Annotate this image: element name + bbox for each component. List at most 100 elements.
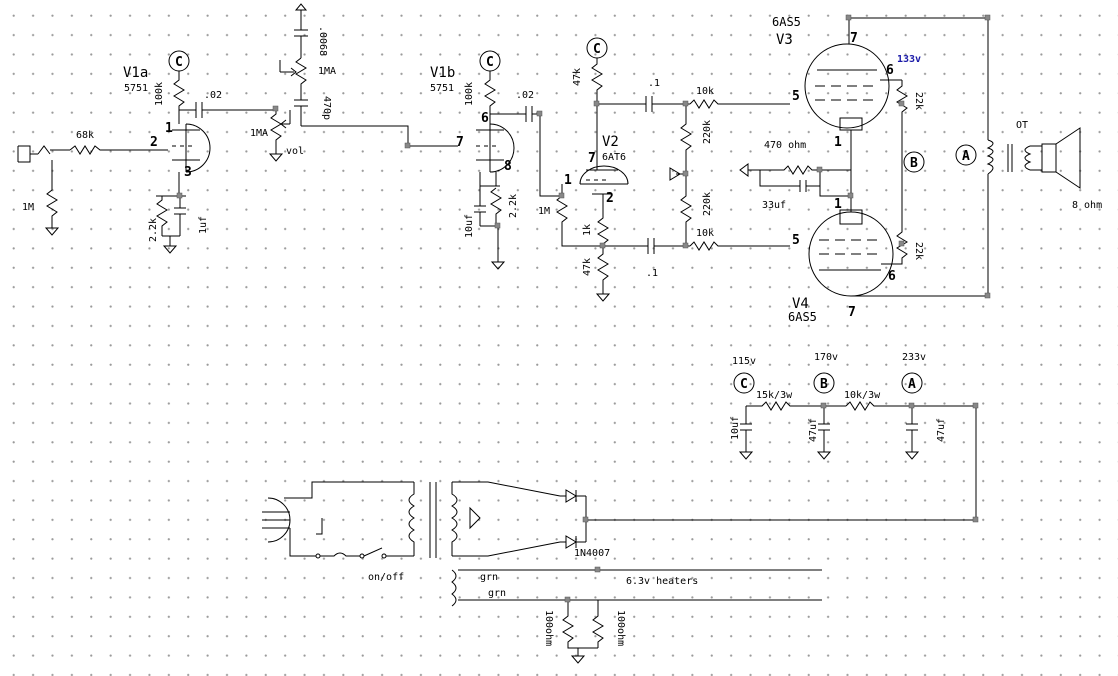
svg-text:grn: grn: [488, 588, 506, 599]
resistor-10k-bottom: 10k: [689, 228, 790, 251]
svg-text:B: B: [910, 156, 918, 171]
ps-node-a: A: [901, 372, 923, 394]
svg-text:8 ohm: 8 ohm: [1072, 200, 1102, 211]
svg-text:47uf: 47uf: [808, 418, 819, 442]
node-b-screen: B: [903, 151, 925, 173]
svg-text:15k/3w: 15k/3w: [756, 390, 793, 401]
svg-text:1N4007: 1N4007: [574, 548, 610, 559]
mains-plug: [262, 481, 414, 557]
svg-text:1uf: 1uf: [198, 216, 209, 234]
tube-v1b: V1b 5751 6 7 8: [430, 65, 515, 174]
svg-text:V2: V2: [602, 134, 619, 150]
svg-text:.1: .1: [648, 78, 660, 89]
svg-text:OT: OT: [1016, 120, 1028, 131]
ps-rail: 15k/3w 10k/3w 10uf 47uf 47uf: [586, 390, 977, 521]
screen-resistors: 22k 22k: [880, 79, 924, 265]
svg-text:C: C: [740, 377, 748, 392]
svg-text:B: B: [820, 377, 828, 392]
svg-text:7: 7: [850, 31, 858, 46]
svg-text:.0068: .0068: [317, 26, 328, 56]
junction-nodes: [176, 14, 991, 603]
cap-470p: 470p: [294, 96, 332, 126]
svg-text:7: 7: [588, 151, 596, 166]
cap-1-bottom: .1: [640, 238, 690, 279]
svg-text:1: 1: [834, 135, 842, 150]
svg-text:47k: 47k: [572, 68, 583, 86]
svg-text:22k: 22k: [913, 242, 924, 260]
svg-text:grn: grn: [480, 572, 498, 583]
speaker: 8 ohm: [1041, 127, 1102, 211]
svg-text:10k: 10k: [696, 86, 714, 97]
v2-cathode: 1k 47k: [582, 194, 610, 302]
cathode-v1a: 2.2k 1uf: [148, 172, 209, 254]
svg-text:1: 1: [834, 197, 842, 212]
resistor-220k-pair: 220k 220k: [669, 104, 713, 246]
svg-text:6.3v heaters: 6.3v heaters: [626, 576, 698, 587]
v2-plate-wire: [596, 103, 646, 170]
svg-text:1M: 1M: [22, 202, 34, 213]
svg-text:1MA: 1MA: [318, 66, 336, 77]
tube-v4: V4 6AS5 1 5 6 7: [788, 197, 896, 324]
svg-text:100ohm: 100ohm: [615, 610, 626, 646]
svg-text:233v: 233v: [902, 352, 926, 363]
svg-text:7: 7: [456, 135, 464, 150]
svg-text:7: 7: [848, 305, 856, 320]
svg-text:C: C: [175, 55, 183, 70]
tube-v3: 6AS5 V3 7 6 5 1 133v: [772, 15, 921, 150]
svg-text:1MA: 1MA: [250, 128, 268, 139]
svg-text:C: C: [593, 42, 601, 57]
resistor-68k: 68k: [69, 130, 168, 155]
heater-ct-resistors: 100ohm 100ohm: [543, 600, 626, 664]
tube-v2: V2 6AT6 7 1 2: [564, 134, 629, 206]
svg-text:vol: vol: [286, 146, 304, 157]
svg-text:6AS5: 6AS5: [772, 15, 801, 29]
power-switch: on/off: [315, 547, 414, 583]
svg-text:.02: .02: [516, 90, 534, 101]
svg-text:1M: 1M: [538, 206, 550, 217]
svg-text:V3: V3: [776, 32, 793, 48]
ps-node-c: C: [733, 372, 755, 394]
svg-text:100ohm: 100ohm: [543, 610, 554, 646]
svg-text:170v: 170v: [814, 352, 838, 363]
svg-text:1k: 1k: [582, 224, 593, 236]
cap-1-top: .1: [645, 78, 690, 112]
input-jack: [17, 145, 70, 163]
svg-text:6AS5: 6AS5: [788, 310, 817, 324]
svg-text:5751: 5751: [124, 83, 148, 94]
pot-1ma-tone: 1MA: [280, 57, 336, 100]
pot-1ma-volume: 1MA vol: [250, 60, 458, 162]
svg-text:3: 3: [184, 165, 192, 180]
svg-text:2: 2: [606, 191, 614, 206]
heater-wiring: grn grn 6.3v heaters: [451, 569, 822, 607]
cap-0068: .0068: [294, 3, 328, 58]
svg-text:10uf: 10uf: [464, 214, 475, 238]
ps-voltages: 115v 170v 233v: [732, 352, 926, 367]
svg-text:470 ohm: 470 ohm: [764, 140, 806, 151]
resistor-1m-input: 1M: [22, 160, 59, 236]
svg-text:1: 1: [564, 173, 572, 188]
node-c-v1b: C 100k: [464, 50, 501, 124]
power-transformer: [408, 481, 561, 558]
svg-text:115v: 115v: [732, 356, 756, 367]
svg-text:100k: 100k: [154, 82, 165, 106]
cathode-v1b: 10uf 2.2k: [464, 172, 519, 270]
svg-text:V1b: V1b: [430, 65, 455, 81]
node-a-ot: A: [955, 144, 977, 166]
svg-text:220k: 220k: [702, 120, 713, 144]
resistor-10k-top: 10k: [689, 86, 790, 109]
svg-text:.1: .1: [646, 268, 658, 279]
node-c-v2: C 47k: [572, 37, 608, 106]
svg-text:47uf: 47uf: [936, 418, 947, 442]
svg-text:C: C: [486, 55, 494, 70]
svg-text:133v: 133v: [897, 54, 921, 65]
svg-text:V1a: V1a: [123, 65, 148, 81]
svg-text:A: A: [962, 149, 970, 164]
svg-text:220k: 220k: [702, 192, 713, 216]
svg-text:8: 8: [504, 159, 512, 174]
cap-02-b: .02: [490, 90, 560, 197]
svg-text:.02: .02: [204, 90, 222, 101]
svg-text:A: A: [908, 377, 916, 392]
svg-text:10k: 10k: [696, 228, 714, 239]
svg-text:2.2k: 2.2k: [508, 194, 519, 218]
